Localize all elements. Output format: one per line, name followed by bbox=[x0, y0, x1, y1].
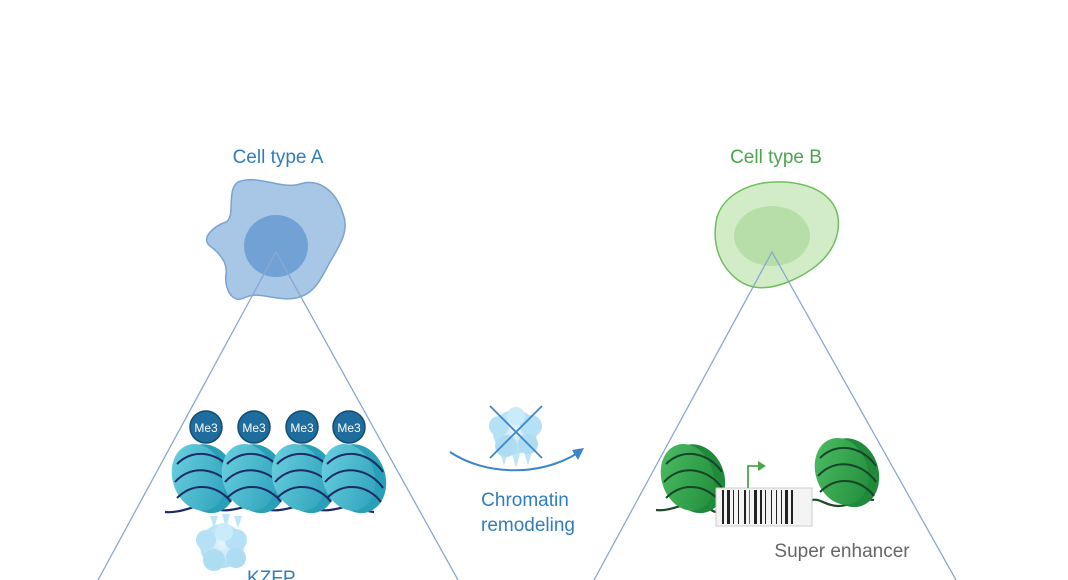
transition-arrow bbox=[449, 448, 584, 472]
panel-a: Cell type A bbox=[97, 147, 459, 580]
barcode-bar bbox=[744, 490, 746, 524]
remodeler-protein-icon bbox=[489, 407, 542, 468]
barcode-bar bbox=[771, 490, 772, 524]
chromatin-label: Chromatin bbox=[481, 490, 569, 511]
cone-b bbox=[593, 250, 957, 580]
nucleosome-b-1 bbox=[660, 444, 726, 514]
me3-badge-1: Me3 bbox=[189, 410, 223, 444]
barcode-bar bbox=[733, 490, 734, 524]
me3-badge-2: Me3 bbox=[237, 410, 271, 444]
cone-a bbox=[97, 250, 459, 580]
barcode-bar bbox=[727, 490, 730, 524]
svg-text:Me3: Me3 bbox=[337, 421, 361, 435]
kzfp-label: KZFP bbox=[247, 568, 296, 580]
barcode-bar bbox=[765, 490, 766, 524]
nucleosome-b-2 bbox=[814, 438, 880, 508]
remodeling-label: remodeling bbox=[481, 515, 575, 536]
barcode-bar bbox=[749, 490, 750, 524]
transition: Chromatin remodeling bbox=[449, 405, 584, 536]
me3-badge-4: Me3 bbox=[332, 410, 366, 444]
transcription-start-arrow-icon bbox=[747, 461, 766, 488]
kzfp-protein-icon bbox=[196, 514, 247, 571]
svg-text:Me3: Me3 bbox=[290, 421, 314, 435]
super-enhancer-label: Super enhancer bbox=[774, 541, 910, 562]
barcode-bar bbox=[722, 490, 724, 524]
svg-text:Me3: Me3 bbox=[242, 421, 266, 435]
cell-type-a-title: Cell type A bbox=[233, 147, 324, 168]
super-enhancer-region bbox=[715, 487, 813, 527]
cell-a-icon bbox=[205, 178, 346, 301]
barcode-bar bbox=[791, 490, 793, 524]
barcode-bar bbox=[785, 490, 788, 524]
barcode-bar bbox=[776, 490, 777, 524]
nucleosome-a-3 bbox=[271, 444, 337, 514]
barcode-bar bbox=[781, 490, 782, 524]
barcode-bar bbox=[738, 490, 739, 524]
me3-badge-3: Me3 bbox=[285, 410, 319, 444]
nucleosome-a-4 bbox=[321, 444, 387, 514]
barcode-bar bbox=[754, 490, 757, 524]
blocked-cross-icon bbox=[489, 405, 543, 459]
cell-type-b-title: Cell type B bbox=[730, 147, 822, 168]
barcode-bars bbox=[722, 490, 793, 524]
svg-text:Me3: Me3 bbox=[194, 421, 218, 435]
cell-b-icon bbox=[714, 181, 840, 289]
barcode-bar bbox=[760, 490, 762, 524]
panel-b: Cell type B Supe bbox=[593, 147, 957, 580]
